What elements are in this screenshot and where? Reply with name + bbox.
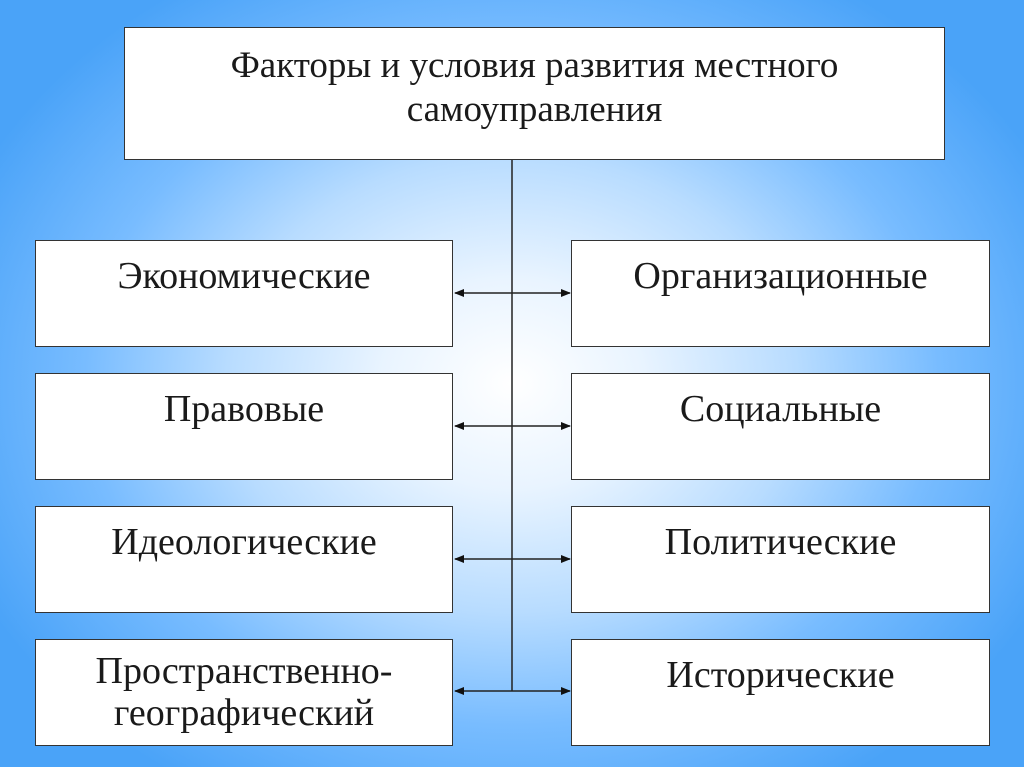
factor-label: Идеологические <box>111 521 377 563</box>
factor-box-historical: Исторические <box>571 639 990 746</box>
factor-label: Пространственно-географический <box>95 650 393 734</box>
factor-box-ideological: Идеологические <box>35 506 453 613</box>
factor-box-organizational: Организационные <box>571 240 990 347</box>
title-text: Факторы и условия развития местного само… <box>230 45 839 130</box>
factor-label: Экономические <box>117 255 371 297</box>
factor-box-spatial-geographic: Пространственно-географический <box>35 639 453 746</box>
factor-box-economic: Экономические <box>35 240 453 347</box>
title-box: Факторы и условия развития местного само… <box>124 27 945 160</box>
factor-label: Исторические <box>666 654 895 696</box>
factor-box-political: Политические <box>571 506 990 613</box>
factor-label: Правовые <box>163 388 325 430</box>
factor-box-social: Социальные <box>571 373 990 480</box>
factor-label: Организационные <box>633 255 928 297</box>
factor-label: Социальные <box>679 388 882 430</box>
factor-box-legal: Правовые <box>35 373 453 480</box>
factor-label: Политические <box>664 521 897 563</box>
